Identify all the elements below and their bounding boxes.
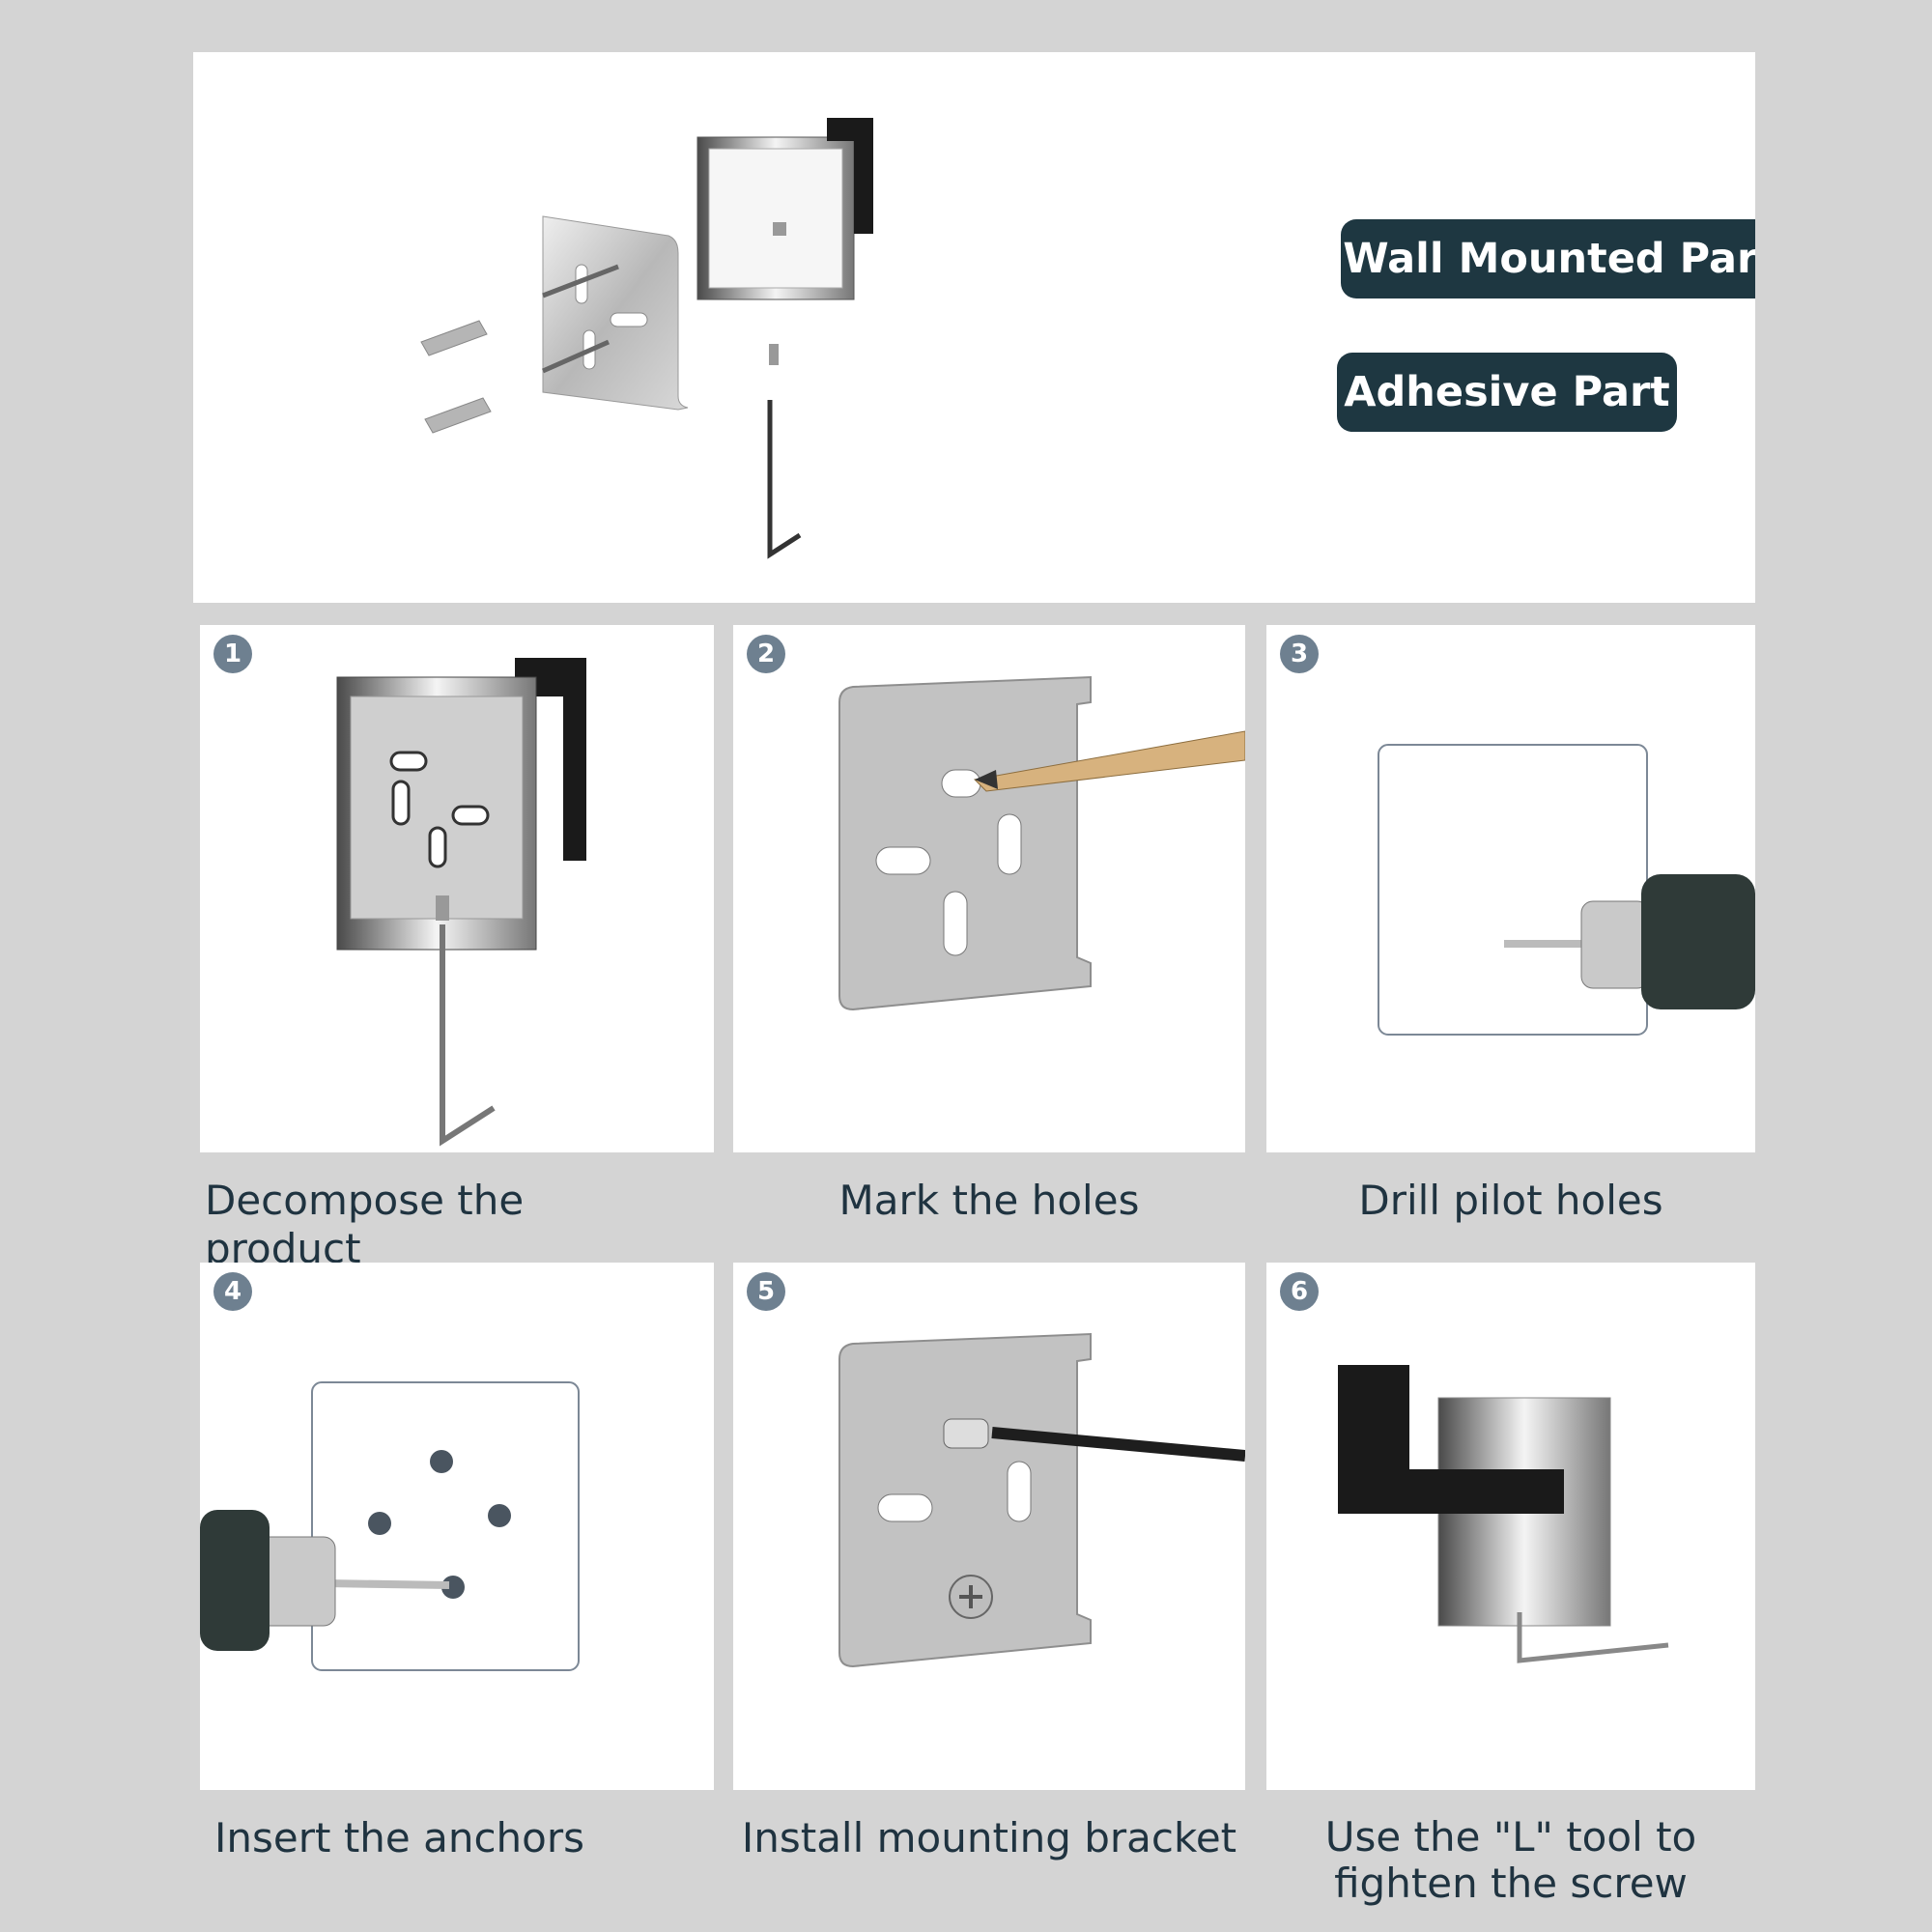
- step-number-badge: 6: [1280, 1272, 1319, 1311]
- step-3-panel: 3: [1266, 625, 1755, 1152]
- drill-pilot-holes-illustration: [1378, 744, 1755, 1036]
- cover-box-icon: [696, 118, 873, 300]
- exploded-diagram-illustration: [420, 118, 873, 559]
- step-6-panel: 6: [1266, 1263, 1755, 1790]
- decompose-product-illustration: [336, 658, 586, 1147]
- allen-key-icon: [767, 344, 802, 559]
- step-3-caption: Drill pilot holes: [1358, 1177, 1663, 1224]
- step-4-caption: Insert the anchors: [214, 1814, 585, 1861]
- step-2-caption: Mark the holes: [838, 1177, 1140, 1224]
- step-5-panel: 5: [733, 1263, 1245, 1790]
- step-number-badge: 1: [213, 635, 252, 673]
- step-number-badge: 3: [1280, 635, 1319, 673]
- adhesive-part-label: Adhesive Part: [1337, 353, 1677, 432]
- exploded-view-panel: Wall Mounted Part Adhesive Part: [193, 52, 1755, 603]
- step-5-caption: Install mounting bracket: [741, 1814, 1237, 1861]
- step-6-caption: Use the "L" tool to fighten the screw: [1324, 1813, 1697, 1907]
- mounting-bracket-icon: [541, 215, 689, 411]
- step-1-caption: Decompose the product: [205, 1177, 525, 1272]
- insert-anchors-illustration: [200, 1381, 580, 1671]
- mark-holes-illustration: [838, 675, 1245, 1011]
- wall-mounted-part-label: Wall Mounted Part: [1341, 219, 1755, 298]
- step-4-panel: 4: [200, 1263, 714, 1790]
- tighten-screw-illustration: [1338, 1365, 1669, 1663]
- step-number-badge: 5: [747, 1272, 785, 1311]
- step-number-badge: 2: [747, 635, 785, 673]
- wall-anchor-icon: [420, 320, 492, 434]
- step-number-badge: 4: [213, 1272, 252, 1311]
- step-1-panel: 1: [200, 625, 714, 1152]
- step-2-panel: 2: [733, 625, 1245, 1152]
- install-bracket-illustration: [838, 1332, 1245, 1668]
